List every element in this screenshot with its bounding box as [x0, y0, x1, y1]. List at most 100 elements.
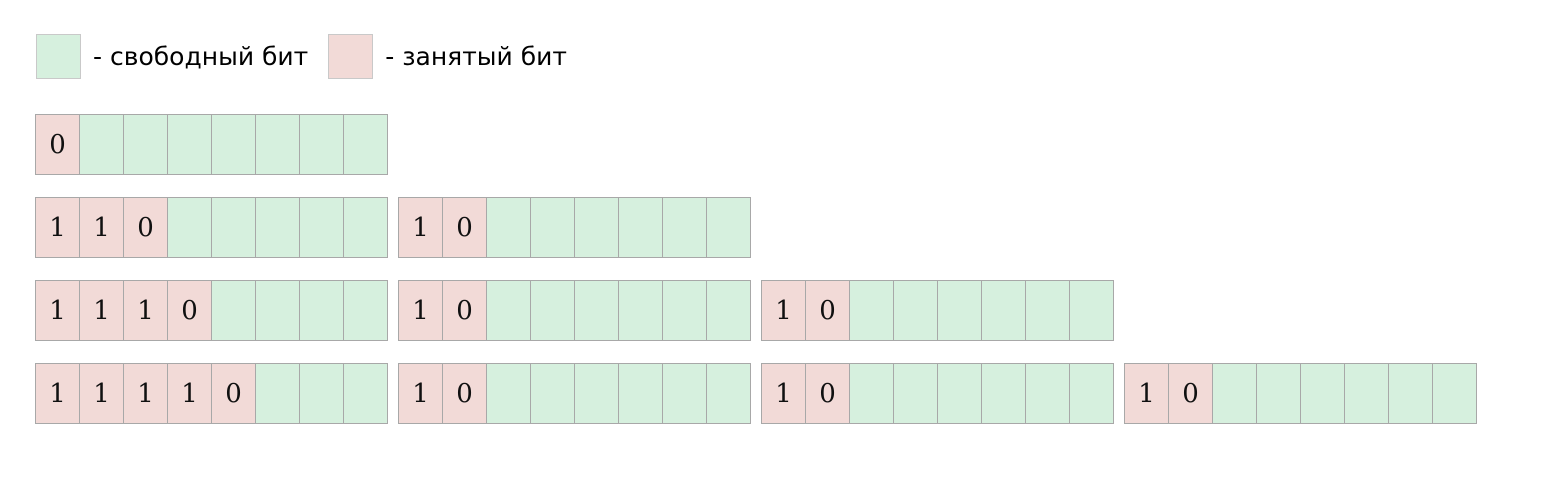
bit-cell-free[interactable] — [662, 280, 707, 341]
bit-cell-free[interactable] — [1344, 363, 1389, 424]
bit-cell-free[interactable] — [1069, 280, 1114, 341]
bit-cell-used[interactable]: 1 — [1124, 363, 1169, 424]
bit-cell-free[interactable] — [981, 280, 1026, 341]
bit-cell-used[interactable]: 0 — [442, 197, 487, 258]
bit-block: 0 — [35, 114, 388, 175]
bit-cell-used[interactable]: 1 — [35, 363, 80, 424]
bit-cell-free[interactable] — [849, 363, 894, 424]
bit-cell-free[interactable] — [211, 197, 256, 258]
bit-cell-free[interactable] — [662, 363, 707, 424]
bit-cell-free[interactable] — [849, 280, 894, 341]
bit-cell-free[interactable] — [299, 197, 344, 258]
bit-cell-used[interactable]: 0 — [1168, 363, 1213, 424]
legend-label-free: - свободный бит — [93, 41, 309, 71]
bit-cell-free[interactable] — [1025, 280, 1070, 341]
bit-cell-free[interactable] — [618, 197, 663, 258]
bit-cell-free[interactable] — [574, 280, 619, 341]
bit-cell-used[interactable]: 1 — [35, 197, 80, 258]
bit-cell-free[interactable] — [1025, 363, 1070, 424]
bit-cell-free[interactable] — [79, 114, 124, 175]
bit-cell-free[interactable] — [343, 280, 388, 341]
bit-cell-free[interactable] — [706, 280, 751, 341]
free-bit-swatch-icon — [36, 33, 81, 79]
bit-cell-free[interactable] — [343, 197, 388, 258]
bit-cell-free[interactable] — [255, 114, 300, 175]
bit-cell-used[interactable]: 1 — [398, 280, 443, 341]
legend-label-used: - занятый бит — [385, 41, 567, 71]
bit-cell-free[interactable] — [574, 197, 619, 258]
bit-cell-used[interactable]: 0 — [805, 363, 850, 424]
bit-cell-free[interactable] — [981, 363, 1026, 424]
bit-cell-used[interactable]: 1 — [79, 363, 124, 424]
bit-cell-used[interactable]: 0 — [211, 363, 256, 424]
bit-cell-free[interactable] — [486, 280, 531, 341]
bit-cell-used[interactable]: 1 — [79, 197, 124, 258]
bit-cell-used[interactable]: 1 — [123, 363, 168, 424]
bit-cell-used[interactable]: 1 — [79, 280, 124, 341]
bit-cell-free[interactable] — [255, 363, 300, 424]
bit-cell-free[interactable] — [343, 114, 388, 175]
bit-cell-free[interactable] — [255, 280, 300, 341]
bit-cell-free[interactable] — [211, 114, 256, 175]
bit-cell-free[interactable] — [893, 280, 938, 341]
bit-cell-free[interactable] — [167, 197, 212, 258]
bit-cell-free[interactable] — [1432, 363, 1477, 424]
legend-entry-used: - занятый бит — [328, 33, 567, 79]
bit-cell-free[interactable] — [123, 114, 168, 175]
legend: - свободный бит - занятый бит — [36, 31, 567, 81]
legend-entry-free: - свободный бит — [36, 33, 309, 79]
bit-cell-used[interactable]: 0 — [123, 197, 168, 258]
bit-cell-used[interactable]: 1 — [761, 280, 806, 341]
used-bit-swatch-icon — [328, 33, 374, 79]
bit-cell-free[interactable] — [1300, 363, 1345, 424]
bit-cell-free[interactable] — [530, 197, 575, 258]
bit-cell-free[interactable] — [706, 363, 751, 424]
bit-cell-free[interactable] — [618, 363, 663, 424]
bit-cell-free[interactable] — [167, 114, 212, 175]
bit-cell-free[interactable] — [574, 363, 619, 424]
bit-cell-used[interactable]: 0 — [805, 280, 850, 341]
bit-cell-used[interactable]: 1 — [123, 280, 168, 341]
bit-cell-free[interactable] — [299, 114, 344, 175]
bit-cell-used[interactable]: 0 — [442, 280, 487, 341]
bit-cell-free[interactable] — [530, 280, 575, 341]
bit-cell-used[interactable]: 0 — [35, 114, 80, 175]
bit-cell-used[interactable]: 0 — [167, 280, 212, 341]
bit-cell-used[interactable]: 1 — [398, 197, 443, 258]
bit-cell-free[interactable] — [1069, 363, 1114, 424]
bit-cell-free[interactable] — [1388, 363, 1433, 424]
bit-cell-free[interactable] — [486, 363, 531, 424]
bit-cell-free[interactable] — [299, 363, 344, 424]
bit-row: 0 — [35, 114, 1477, 175]
bit-cell-free[interactable] — [1256, 363, 1301, 424]
bit-cell-used[interactable]: 1 — [761, 363, 806, 424]
bit-cell-free[interactable] — [486, 197, 531, 258]
bit-cell-free[interactable] — [299, 280, 344, 341]
bit-cell-free[interactable] — [937, 363, 982, 424]
bit-cell-free[interactable] — [662, 197, 707, 258]
bit-cell-free[interactable] — [1212, 363, 1257, 424]
bit-cell-free[interactable] — [255, 197, 300, 258]
bit-cell-used[interactable]: 1 — [35, 280, 80, 341]
bit-cell-free[interactable] — [618, 280, 663, 341]
bit-cell-free[interactable] — [211, 280, 256, 341]
bit-cell-used[interactable]: 1 — [167, 363, 212, 424]
bit-cell-used[interactable]: 0 — [442, 363, 487, 424]
bit-cell-free[interactable] — [530, 363, 575, 424]
bit-cell-free[interactable] — [343, 363, 388, 424]
bit-cell-used[interactable]: 1 — [398, 363, 443, 424]
bit-cell-free[interactable] — [893, 363, 938, 424]
bit-cell-free[interactable] — [937, 280, 982, 341]
bit-cell-free[interactable] — [706, 197, 751, 258]
